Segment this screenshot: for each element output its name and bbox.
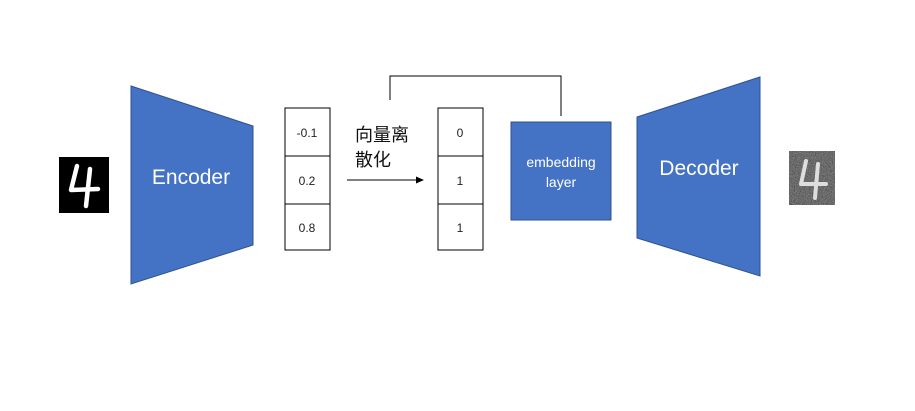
discrete-value: 1 bbox=[457, 174, 464, 188]
encoder-block: Encoder bbox=[130, 85, 254, 285]
embedding-layer-block: embedding layer bbox=[510, 121, 612, 221]
encoder-label: Encoder bbox=[152, 166, 230, 189]
discrete-cell-3 bbox=[437, 203, 484, 251]
continuous-cell-1 bbox=[284, 107, 331, 157]
quantize-label-line2: 散化 bbox=[355, 150, 391, 171]
embedding-connector-line bbox=[389, 75, 562, 116]
input-digit-glyph bbox=[68, 163, 101, 209]
discrete-value: 1 bbox=[457, 221, 464, 235]
continuous-value: 0.8 bbox=[299, 221, 316, 235]
embedding-label-line2: layer bbox=[546, 174, 577, 190]
discrete-value: 0 bbox=[457, 126, 464, 140]
decoder-block: Decoder bbox=[636, 76, 761, 277]
continuous-value: 0.2 bbox=[299, 174, 316, 188]
continuous-cell-3 bbox=[284, 203, 331, 251]
continuous-cell-2 bbox=[284, 155, 331, 205]
quantize-arrow bbox=[347, 176, 424, 184]
input-digit-image bbox=[59, 157, 109, 213]
decoder-label: Decoder bbox=[659, 157, 738, 180]
embedding-label-line1: embedding bbox=[526, 154, 595, 170]
discrete-vector: 0 1 1 bbox=[437, 107, 484, 251]
output-digit-image bbox=[789, 151, 835, 205]
output-digit-glyph bbox=[799, 159, 828, 200]
continuous-value: -0.1 bbox=[297, 126, 318, 140]
quantize-label: 向量离 散化 bbox=[355, 125, 409, 171]
quantize-label-line1: 向量离 bbox=[355, 125, 409, 146]
continuous-vector: -0.1 0.2 0.8 bbox=[284, 107, 331, 251]
discrete-cell-1 bbox=[437, 107, 484, 157]
